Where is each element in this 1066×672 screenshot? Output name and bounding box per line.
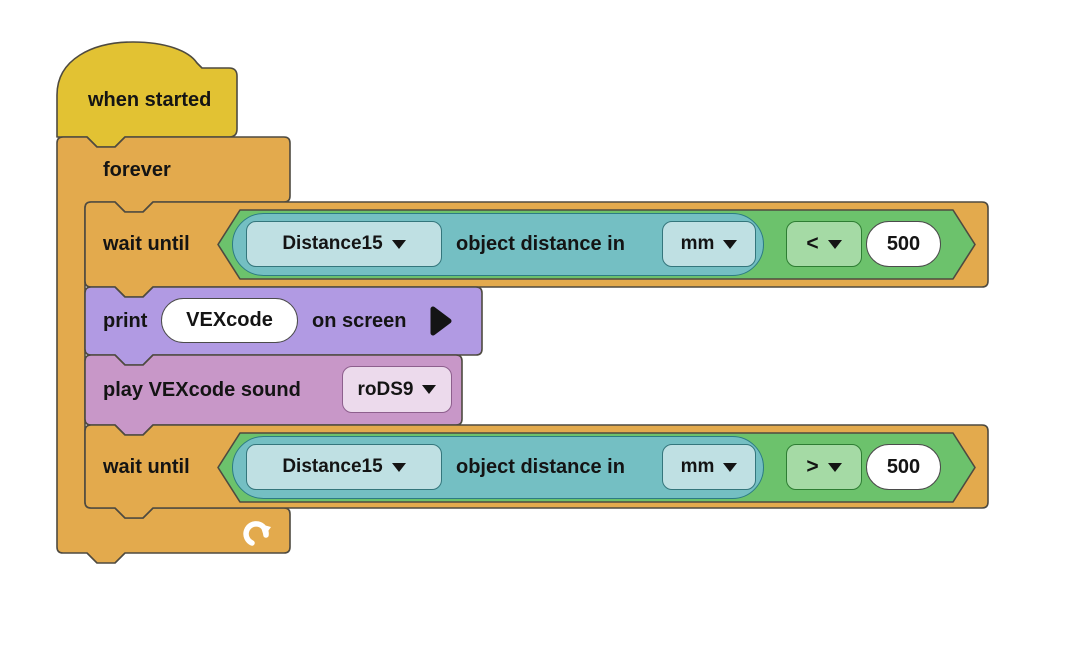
dropdown-arrow-icon bbox=[723, 239, 738, 249]
when-started-hat-block[interactable] bbox=[56, 41, 238, 148]
operator-dropdown-label: < bbox=[806, 232, 819, 255]
reporter-label-1: object distance in bbox=[456, 233, 625, 255]
operator-dropdown-2[interactable]: > bbox=[786, 444, 862, 490]
unit-dropdown-label: mm bbox=[680, 456, 715, 477]
unit-dropdown-label: mm bbox=[680, 233, 715, 254]
print-label-prefix: print bbox=[103, 310, 148, 332]
when-started-label: when started bbox=[88, 89, 212, 111]
print-label-suffix: on screen bbox=[312, 310, 407, 332]
reporter-label-2: object distance in bbox=[456, 456, 625, 478]
forever-label: forever bbox=[103, 159, 171, 181]
value-input-1[interactable]: 500 bbox=[866, 221, 941, 267]
sensor-dropdown-label: Distance15 bbox=[282, 233, 383, 254]
dropdown-arrow-icon bbox=[391, 462, 406, 472]
dropdown-arrow-icon bbox=[827, 462, 842, 472]
value-input-text: 500 bbox=[886, 455, 921, 478]
print-text-input[interactable]: VEXcode bbox=[161, 298, 298, 343]
unit-dropdown-2[interactable]: mm bbox=[662, 444, 756, 490]
sensor-dropdown-1[interactable]: Distance15 bbox=[246, 221, 442, 267]
wait-until-label-2: wait until bbox=[103, 456, 190, 478]
loop-arrow-icon bbox=[243, 521, 271, 546]
unit-dropdown-1[interactable]: mm bbox=[662, 221, 756, 267]
operator-dropdown-1[interactable]: < bbox=[786, 221, 862, 267]
print-text-value: VEXcode bbox=[186, 309, 273, 331]
sensor-dropdown-2[interactable]: Distance15 bbox=[246, 444, 442, 490]
dropdown-arrow-icon bbox=[422, 385, 437, 394]
value-input-text: 500 bbox=[886, 232, 921, 255]
wait-until-label-1: wait until bbox=[103, 233, 190, 255]
dropdown-arrow-icon bbox=[391, 239, 406, 249]
operator-dropdown-label: > bbox=[806, 455, 819, 478]
play-sound-label: play VEXcode sound bbox=[103, 379, 301, 401]
dropdown-arrow-icon bbox=[723, 462, 738, 472]
sensor-dropdown-label: Distance15 bbox=[282, 456, 383, 477]
dropdown-arrow-icon bbox=[827, 239, 842, 249]
sound-dropdown[interactable]: roDS9 bbox=[342, 366, 452, 413]
sound-dropdown-label: roDS9 bbox=[357, 378, 414, 400]
expand-right-arrow-icon[interactable] bbox=[428, 305, 454, 337]
value-input-2[interactable]: 500 bbox=[866, 444, 941, 490]
